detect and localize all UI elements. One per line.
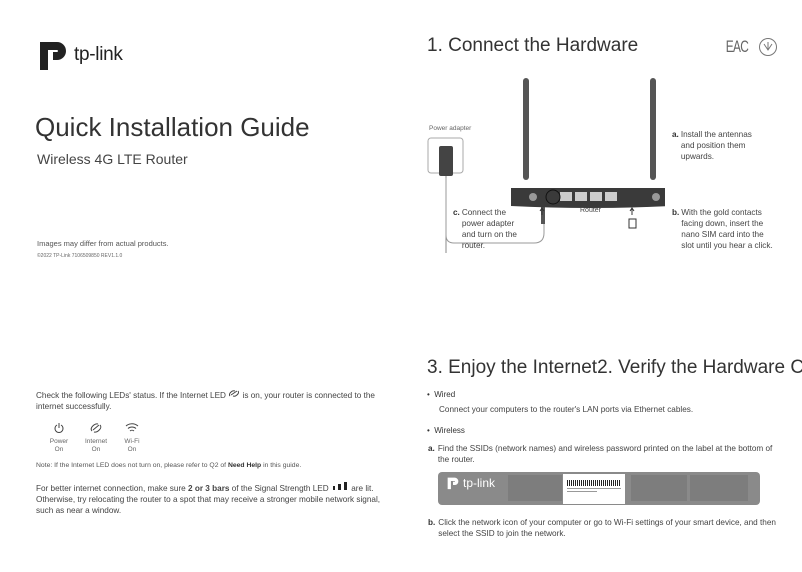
tip-text: are lit. Otherwise, try relocating the r…	[36, 484, 381, 515]
step-text: Install the antennas and position them u…	[680, 130, 752, 161]
step-b-sim: b.With the gold contacts facing down, in…	[672, 207, 774, 251]
router-bottom-label-image: tp-link	[438, 472, 760, 505]
page-title: Quick Installation Guide	[35, 112, 310, 142]
intro-text: Check the following LEDs' status. If the…	[36, 391, 226, 400]
step-letter: a.	[672, 130, 679, 139]
disclaimer: Images may differ from actual products.	[37, 239, 169, 248]
led-state: On	[91, 446, 101, 453]
wireless-title-text: Wireless	[434, 426, 465, 435]
section-heading-connect-hardware: 1. Connect the Hardware	[427, 35, 639, 56]
label-brand: tp-link	[463, 476, 496, 490]
antenna-right	[650, 78, 656, 180]
step-letter: a.	[428, 444, 435, 453]
led-intro: Check the following LEDs' status. If the…	[36, 389, 381, 412]
power-adapter-image	[439, 146, 453, 176]
intro-text: is on, your router is connected to the i…	[36, 391, 375, 411]
ssid-sticker	[563, 474, 625, 504]
led-name: Wi-Fi	[124, 438, 140, 445]
wireless-title: • Wireless	[427, 426, 465, 435]
led-name: Power	[49, 438, 69, 445]
power-adapter-label: Power adapter	[429, 125, 472, 132]
need-help-reference: Need Help	[227, 462, 262, 469]
step-text: Connect the power adapter and turn on th…	[461, 208, 517, 250]
led-name: Internet	[84, 438, 108, 445]
wireless-step-b: b.Click the network icon of your compute…	[428, 517, 778, 539]
wifi-icon	[125, 423, 139, 432]
wired-text: Connect your computers to the router's L…	[439, 405, 694, 414]
page-subtitle: Wireless 4G LTE Router	[37, 151, 188, 167]
label-logo: tp-link	[446, 476, 495, 490]
signal-strength-icon	[332, 482, 347, 490]
note-text: Note: If the Internet LED does not turn …	[36, 462, 228, 469]
internet-icon	[90, 423, 102, 433]
power-icon	[54, 423, 64, 433]
step-text: Find the SSIDs (network names) and wirel…	[437, 444, 773, 464]
section-heading-enjoy: 3. Enjoy the Internet	[427, 357, 598, 378]
tip-bold: 2 or 3 bars	[188, 484, 230, 493]
step-text: Click the network icon of your computer …	[438, 518, 776, 538]
internet-icon	[229, 390, 240, 397]
note-text: in this guide.	[261, 462, 302, 469]
brand-name: tp-link	[74, 44, 123, 65]
signal-strength-tip: For better internet connection, make sur…	[36, 482, 381, 516]
tp-link-logo-icon	[447, 477, 459, 490]
section-headings: 3. Enjoy the Internet2. Verify the Hardw…	[427, 357, 802, 379]
wireless-step-a: a.Find the SSIDs (network names) and wir…	[428, 443, 773, 465]
tp-link-logo-icon	[40, 42, 66, 70]
antenna-left	[523, 78, 529, 180]
step-letter: b.	[672, 208, 680, 217]
tip-text: For better internet connection, make sur…	[36, 484, 189, 493]
certification-icon	[758, 38, 777, 56]
certification-marks: EAC	[721, 37, 778, 57]
router-label: Router	[580, 207, 602, 214]
copyright: ©2022 TP-Link 7106509850 REV1.1.0	[37, 253, 123, 259]
step-text: With the gold contacts facing down, inse…	[681, 208, 773, 250]
wired-title: • Wired	[427, 390, 456, 399]
note: Note: If the Internet LED does not turn …	[36, 462, 301, 469]
tp-link-logo: tp-link	[36, 38, 123, 72]
step-c-power: c.Connect the power adapter and turn on …	[453, 207, 528, 251]
step-letter: b.	[428, 518, 436, 527]
led-state: On	[127, 446, 137, 453]
eac-mark: EAC	[725, 37, 749, 56]
led-state: On	[54, 446, 64, 453]
router-diagram	[427, 78, 665, 253]
section-heading-verify: 2. Verify the Hardware Connection	[597, 357, 802, 378]
wired-title-text: Wired	[434, 390, 456, 399]
step-a-antennas: a.Install the antennas and position them…	[672, 129, 767, 162]
tip-text: of the Signal Strength LED	[229, 484, 329, 493]
step-letter: c.	[453, 208, 460, 217]
